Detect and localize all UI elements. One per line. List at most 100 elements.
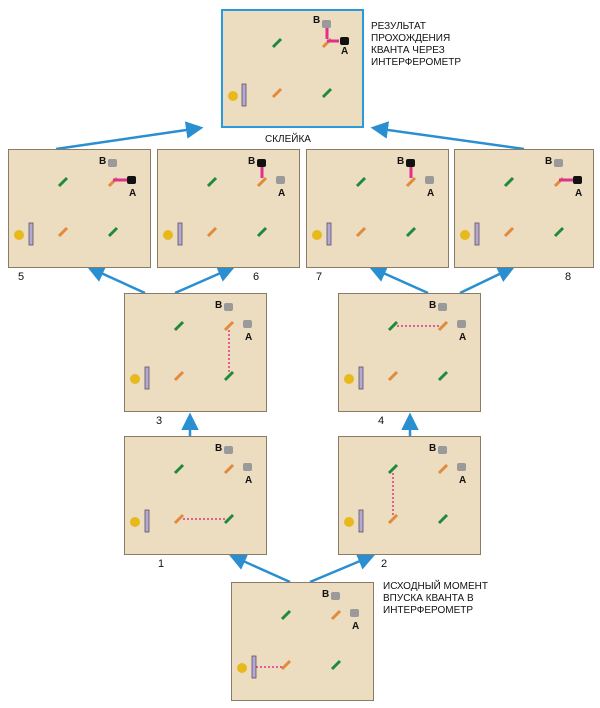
detector-a-icon xyxy=(573,176,582,184)
splitter xyxy=(387,513,399,525)
label-b: B xyxy=(313,15,321,26)
splitter xyxy=(387,370,399,382)
splitter xyxy=(223,463,235,475)
arrow-5-to-result xyxy=(55,121,204,151)
arrow-3-to-5 xyxy=(86,265,146,295)
splitter xyxy=(330,609,342,621)
mirror xyxy=(355,176,367,188)
detector-a-icon xyxy=(243,320,252,328)
shutter-icon xyxy=(144,509,150,533)
panel-1-apparatus xyxy=(130,446,252,533)
shutter-icon xyxy=(474,222,480,246)
splitter xyxy=(271,87,283,99)
arrow-initial-to-1 xyxy=(228,553,291,584)
label-b: B xyxy=(99,156,107,167)
detector-a-icon xyxy=(243,463,252,471)
mirror xyxy=(173,320,185,332)
panel-6: B A xyxy=(157,149,300,268)
label-b: B xyxy=(322,589,330,600)
mirror xyxy=(387,463,399,475)
shutter-icon xyxy=(251,655,257,679)
panel-8-apparatus xyxy=(460,159,582,246)
mirror xyxy=(57,176,69,188)
panel-3: B A xyxy=(124,293,267,412)
shutter-icon xyxy=(358,509,364,533)
label-b: B xyxy=(429,300,437,311)
arrow-8-to-result xyxy=(370,121,525,151)
mirror xyxy=(405,226,417,238)
detector-b-icon xyxy=(406,159,415,167)
mirror xyxy=(321,87,333,99)
panel-4: B A xyxy=(338,293,481,412)
initial-apparatus xyxy=(237,592,359,679)
detector-a-icon xyxy=(127,176,136,184)
source-icon xyxy=(460,230,470,240)
panel-number: 2 xyxy=(381,558,388,570)
label-b: B xyxy=(248,156,256,167)
label-a: A xyxy=(459,332,467,343)
mirror xyxy=(280,609,292,621)
detector-a-icon xyxy=(457,320,466,328)
merge-caption: СКЛЕЙКА xyxy=(265,134,311,145)
source-icon xyxy=(344,517,354,527)
splitter xyxy=(280,659,292,671)
label-a: A xyxy=(278,188,286,199)
panel-number: 8 xyxy=(565,271,572,283)
source-icon xyxy=(163,230,173,240)
detector-a-icon xyxy=(457,463,466,471)
splitter xyxy=(173,513,185,525)
label-a: A xyxy=(341,46,349,57)
detector-b-icon xyxy=(224,446,233,454)
shutter-icon xyxy=(28,222,34,246)
panel-2: B A xyxy=(338,436,481,555)
panel-4-apparatus xyxy=(344,303,466,390)
arrow-4-to-8 xyxy=(459,266,516,295)
result-caption: РЕЗУЛЬТАТ ПРОХОЖДЕНИЯ КВАНТА ЧЕРЕЗ ИНТЕР… xyxy=(371,21,462,68)
arrow-4-to-7 xyxy=(368,265,429,295)
result-panel: B A xyxy=(221,9,364,128)
arrow-initial-to-2 xyxy=(309,553,376,584)
label-b: B xyxy=(545,156,553,167)
panel-5-apparatus xyxy=(14,159,136,246)
panel-number: 5 xyxy=(18,271,25,283)
label-b: B xyxy=(397,156,405,167)
label-a: A xyxy=(129,188,137,199)
mirror xyxy=(387,320,399,332)
panel-1: B A xyxy=(124,436,267,555)
splitter xyxy=(206,226,218,238)
panel-2-apparatus xyxy=(344,446,466,533)
splitter xyxy=(437,320,449,332)
detector-b-icon xyxy=(554,159,563,167)
shutter-icon xyxy=(241,83,247,107)
mirror xyxy=(503,176,515,188)
arrow-3-to-6 xyxy=(174,265,236,295)
splitter xyxy=(173,370,185,382)
mirror xyxy=(256,226,268,238)
mirror xyxy=(206,176,218,188)
label-a: A xyxy=(575,188,583,199)
splitter xyxy=(503,226,515,238)
panel-number: 7 xyxy=(316,271,323,283)
detector-a-icon xyxy=(425,176,434,184)
mirror xyxy=(173,463,185,475)
shutter-icon xyxy=(177,222,183,246)
label-b: B xyxy=(429,443,437,454)
panel-3-apparatus xyxy=(130,303,252,390)
panel-6-apparatus xyxy=(163,159,285,246)
source-icon xyxy=(344,374,354,384)
detector-a-icon xyxy=(350,609,359,617)
source-icon xyxy=(130,517,140,527)
source-icon xyxy=(312,230,322,240)
detector-a-icon xyxy=(340,37,349,45)
source-icon xyxy=(228,91,238,101)
mirror xyxy=(107,226,119,238)
detector-b-icon xyxy=(438,303,447,311)
panel-8: B A xyxy=(454,149,594,268)
result-apparatus xyxy=(228,20,349,107)
panel-7: B A xyxy=(306,149,449,268)
mirror xyxy=(271,37,283,49)
label-a: A xyxy=(352,621,360,632)
source-icon xyxy=(237,663,247,673)
splitter xyxy=(256,176,268,188)
